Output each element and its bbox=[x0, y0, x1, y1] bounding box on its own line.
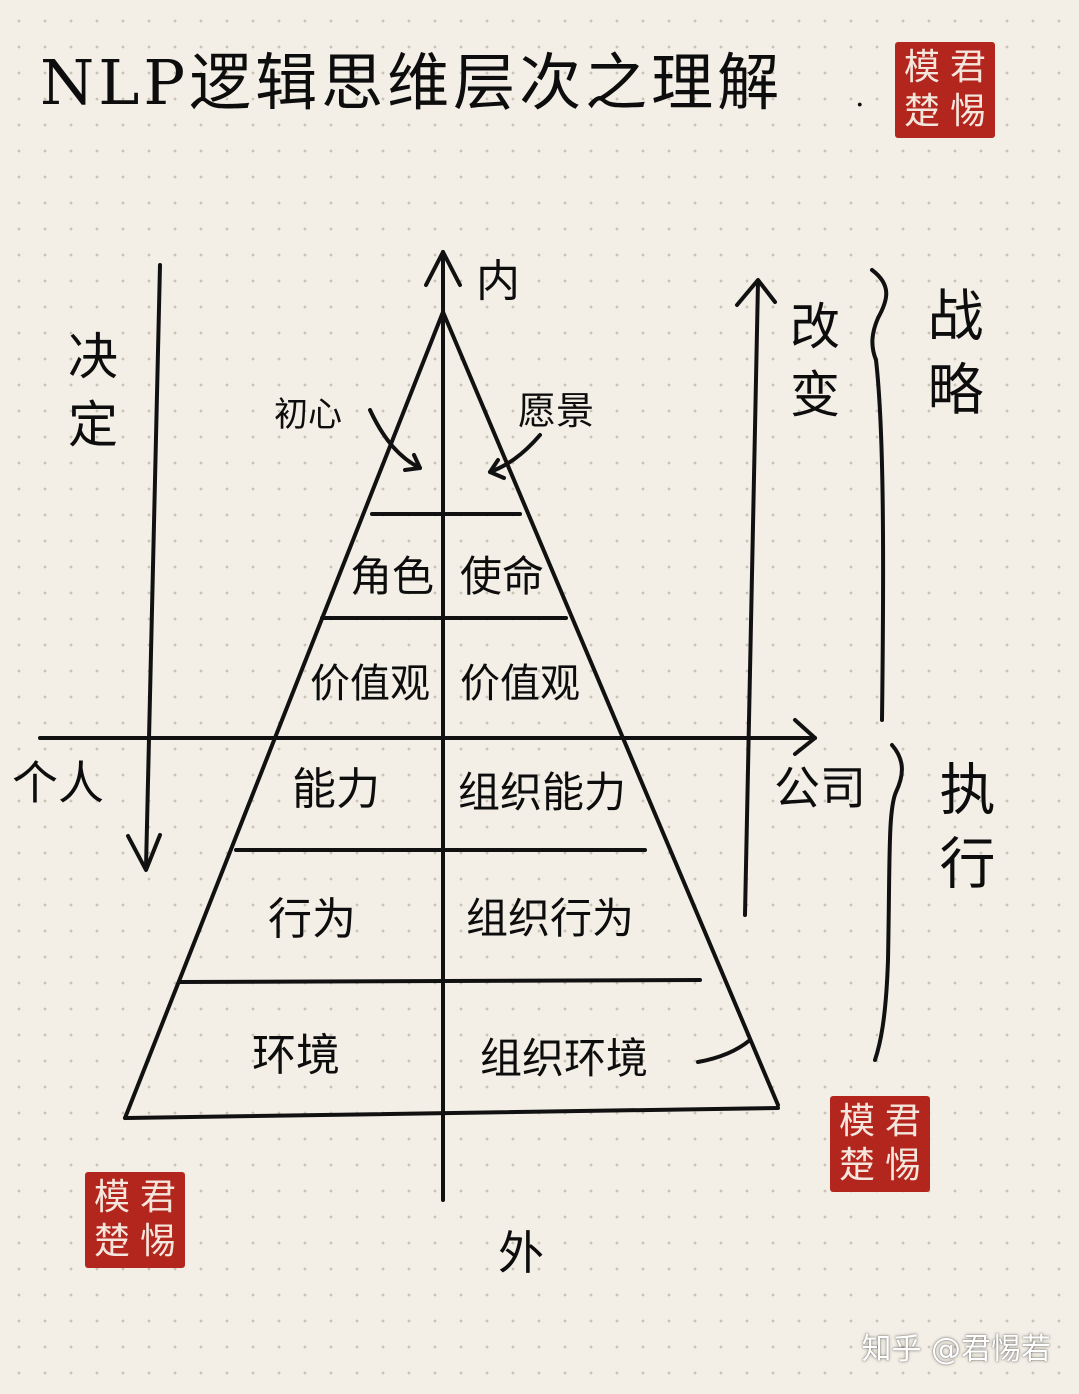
right-up-arrow bbox=[743, 280, 760, 917]
level-3-left: 能力 bbox=[292, 764, 380, 815]
upper-bracket bbox=[870, 268, 889, 722]
apex-right-pointer bbox=[488, 433, 542, 474]
apex-left-pointer bbox=[368, 408, 422, 470]
apex-left-pointer-head bbox=[403, 453, 422, 472]
level-3-right: 组织能力 bbox=[458, 768, 627, 817]
left-down-arrow bbox=[144, 263, 162, 870]
level-4-left: 行为 bbox=[268, 894, 356, 945]
axis-label-bottom: 外 bbox=[498, 1226, 544, 1280]
pyramid-left-side bbox=[123, 310, 445, 1120]
lower-bracket bbox=[873, 743, 904, 1062]
left-arrow-label: 决定 bbox=[60, 330, 118, 466]
level-2-left: 价值观 bbox=[310, 661, 430, 707]
axis-label-top: 内 bbox=[476, 256, 520, 307]
seal-stamp-top: 君 惕 模 楚 bbox=[895, 42, 995, 138]
axis-label-left: 个人 bbox=[12, 756, 104, 810]
level-1-left: 角色 bbox=[350, 552, 435, 601]
pyramid-right-side bbox=[441, 310, 780, 1107]
apex-right-pointer-head bbox=[488, 458, 506, 480]
bottom-right-connector bbox=[696, 1038, 752, 1064]
apex-label-right: 愿景 bbox=[518, 389, 595, 433]
left-down-arrowhead bbox=[126, 833, 162, 872]
bracket-label-strategy: 战略 bbox=[918, 286, 983, 434]
right-up-arrowhead bbox=[735, 278, 777, 307]
watermark: 知乎 @君惕若 bbox=[861, 1332, 1051, 1367]
horizontal-axis-arrowhead bbox=[793, 718, 817, 756]
level-5-left: 环境 bbox=[252, 1030, 340, 1081]
axis-label-right: 公司 bbox=[774, 761, 866, 815]
level-divider-4 bbox=[178, 978, 702, 984]
level-2-right: 价值观 bbox=[460, 661, 580, 707]
level-4-right: 组织行为 bbox=[466, 894, 635, 943]
pyramid-base bbox=[123, 1106, 780, 1120]
apex-label-left: 初心 bbox=[274, 395, 342, 435]
vertical-axis-arrowhead bbox=[424, 250, 462, 287]
seal-stamp-bottom: 君 惕 模 楚 bbox=[85, 1172, 185, 1268]
page-title: NLP逻辑思维层次之理解 bbox=[40, 46, 784, 119]
level-1-right: 使命 bbox=[460, 552, 545, 601]
level-5-right: 组织环境 bbox=[480, 1034, 649, 1083]
seal-stamp-middle: 君 惕 模 楚 bbox=[830, 1096, 930, 1192]
right-arrow-label: 改变 bbox=[782, 300, 840, 436]
title-period: . bbox=[855, 79, 865, 114]
bracket-label-execution: 执行 bbox=[930, 760, 995, 908]
